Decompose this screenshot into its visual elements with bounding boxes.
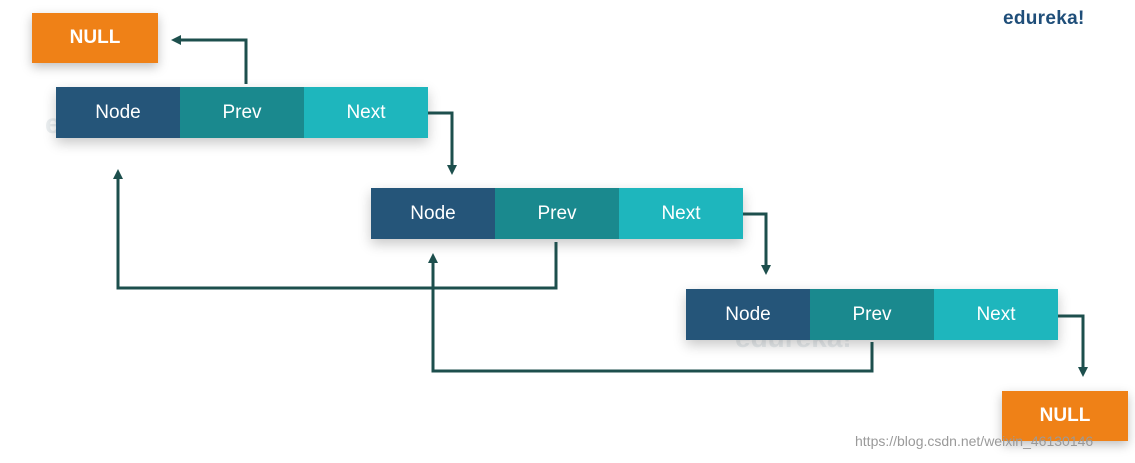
node-3-prev-cell: Prev <box>810 289 934 340</box>
node-2: Node Prev Next <box>371 188 743 239</box>
node-3: Node Prev Next <box>686 289 1058 340</box>
arrow-node3-next-to-null <box>1058 314 1088 377</box>
node-1-data-cell: Node <box>56 87 180 138</box>
arrow-node2-prev-to-node1 <box>113 169 558 290</box>
arrow-node2-next-to-node3 <box>743 212 771 275</box>
node-1-next-cell: Next <box>304 87 428 138</box>
source-watermark: https://blog.csdn.net/weixin_46130146 <box>855 433 1094 449</box>
node-3-data-cell: Node <box>686 289 810 340</box>
node-1: Node Prev Next <box>56 87 428 138</box>
brand-logo: edureka! <box>1003 8 1085 29</box>
arrow-node1-next-to-node2 <box>428 111 457 175</box>
null-box-start: NULL <box>32 13 158 63</box>
node-3-next-cell: Next <box>934 289 1058 340</box>
node-2-prev-cell: Prev <box>495 188 619 239</box>
node-2-data-cell: Node <box>371 188 495 239</box>
arrow-node3-prev-to-node2 <box>428 253 874 373</box>
null-box-end: NULL <box>1002 391 1128 441</box>
node-1-prev-cell: Prev <box>180 87 304 138</box>
node-2-next-cell: Next <box>619 188 743 239</box>
arrow-node1-prev-to-null <box>171 35 248 84</box>
